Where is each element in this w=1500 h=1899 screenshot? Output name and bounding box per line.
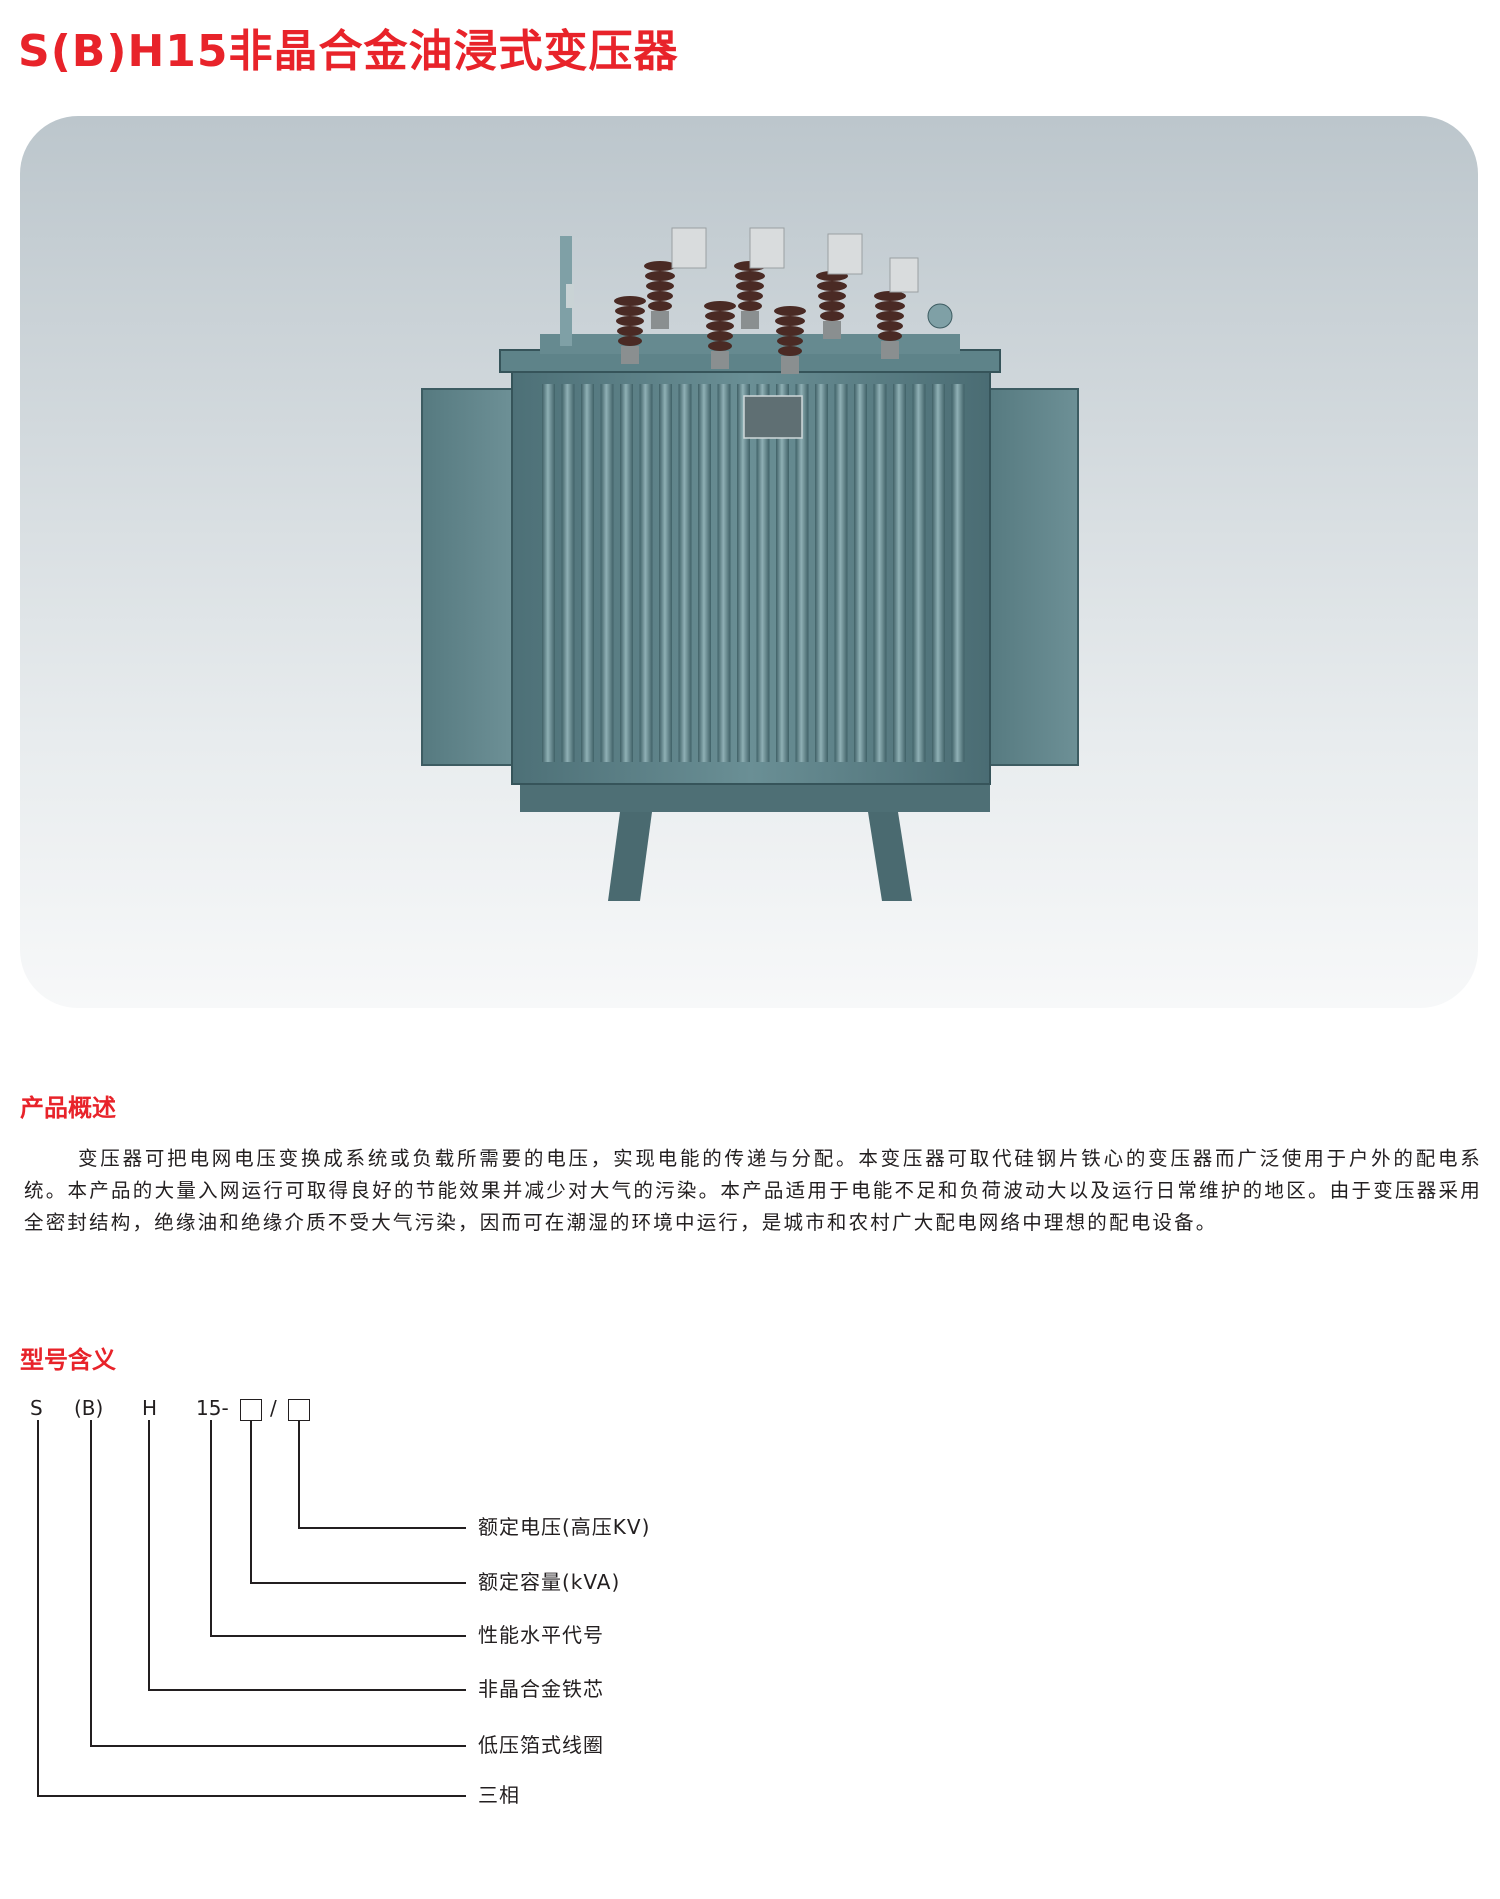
meaning-rated-capacity: 额定容量(kVA) [478, 1570, 621, 1594]
meaning-performance-level: 性能水平代号 [478, 1623, 604, 1647]
code-h: H [142, 1396, 158, 1420]
code-b: (B) [74, 1396, 104, 1420]
overview-heading: 产品概述 [20, 1094, 116, 1122]
meaning-rated-voltage: 额定电压(高压KV) [478, 1515, 651, 1539]
meaning-foil-winding: 低压箔式线圈 [478, 1733, 604, 1757]
meaning-amorphous-core: 非晶合金铁芯 [478, 1677, 604, 1701]
model-code-diagram: S (B) H 15- / 额定电压(高压KV) 额定容量(kVA) 性能水平代… [0, 1380, 1500, 1830]
page-title: S(B)H15非晶合金油浸式变压器 [18, 26, 679, 77]
overview-paragraph: 变压器可把电网电压变换成系统或负载所需要的电压，实现电能的传递与分配。本变压器可… [24, 1147, 1482, 1234]
capacity-box [240, 1399, 262, 1421]
code-s: S [30, 1396, 43, 1420]
product-photo-panel [20, 116, 1478, 1008]
code-level: 15- [196, 1396, 229, 1420]
voltage-box [288, 1399, 310, 1421]
model-heading: 型号含义 [20, 1346, 116, 1374]
transformer-illustration [421, 227, 1079, 901]
meaning-three-phase: 三相 [478, 1783, 520, 1807]
code-slash: / [270, 1396, 277, 1420]
